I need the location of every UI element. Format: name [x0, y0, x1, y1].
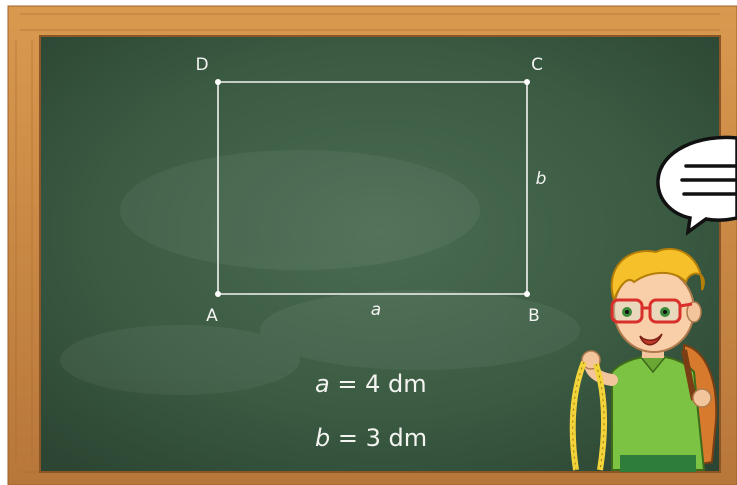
equation-a-var: a: [315, 370, 330, 398]
vertex-label-c: C: [531, 55, 543, 75]
equation-a-value: = 4 dm: [330, 370, 427, 398]
rectangle-abcd: [215, 79, 530, 297]
vertex-label-a: A: [206, 306, 218, 326]
vertex-a-point: [215, 291, 221, 297]
vertex-b-point: [524, 291, 530, 297]
boy-character: [569, 247, 718, 472]
equation-b-var: b: [315, 424, 330, 452]
vertex-label-b: B: [528, 306, 540, 326]
equation-a: a = 4 dm: [315, 370, 427, 398]
vertex-label-d: D: [195, 55, 208, 75]
equation-b-value: = 3 dm: [330, 424, 427, 452]
vertex-d-point: [215, 79, 221, 85]
speech-bubble-icon: [656, 135, 737, 236]
side-label-a: a: [371, 300, 381, 320]
equation-b: b = 3 dm: [315, 424, 427, 452]
vertex-c-point: [524, 79, 530, 85]
side-label-b: b: [536, 169, 547, 189]
board-surface: [40, 36, 720, 472]
